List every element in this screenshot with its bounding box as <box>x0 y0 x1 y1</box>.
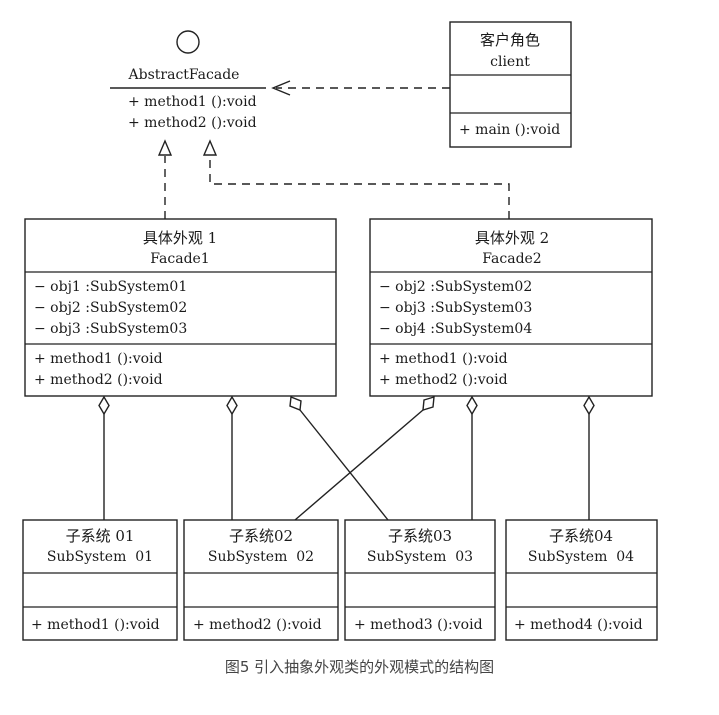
facade2-attribute: − obj2 :SubSystem02 <box>379 279 532 295</box>
hollow-triangle-icon <box>157 139 173 156</box>
subsystem-03: 子系统03 SubSystem 03 + method3 ():void <box>344 519 496 641</box>
client-name: client <box>490 54 530 70</box>
facade1-attribute: − obj1 :SubSystem01 <box>34 279 187 295</box>
client-method: + main ():void <box>459 122 560 138</box>
facade1-attribute: − obj2 :SubSystem02 <box>34 300 187 316</box>
facade2-method: + method1 ():void <box>379 351 508 367</box>
subsystem-01: 子系统 01 SubSystem 01 + method1 ():void <box>22 519 178 641</box>
abstract-facade: AbstractFacade + method1 ():void + metho… <box>110 30 266 131</box>
hollow-diamond-icon <box>422 396 435 411</box>
facade1-class: 具体外观 1 Facade1 − obj1 :SubSystem01 − obj… <box>24 218 337 397</box>
subsystem-02: 子系统02 SubSystem 02 + method2 ():void <box>183 519 339 641</box>
aggregation-facade1-sub02 <box>226 395 238 520</box>
subsystem-name: SubSystem 04 <box>528 549 634 565</box>
hollow-diamond-icon <box>289 396 302 411</box>
client-box <box>449 21 572 148</box>
facade1-name: Facade1 <box>150 251 209 267</box>
subsystem-box <box>22 519 178 641</box>
abstract-facade-method: + method2 ():void <box>128 115 257 131</box>
subsystem-method: + method2 ():void <box>193 617 322 633</box>
subsystem-name: SubSystem 02 <box>208 549 314 565</box>
open-arrowhead-icon <box>271 80 291 96</box>
aggregation-facade1-sub03 <box>289 396 389 521</box>
aggregation-facade2-sub03 <box>466 395 478 520</box>
client-class: 客户角色 client + main ():void <box>449 21 572 148</box>
aggregation-facade2-sub02 <box>294 396 435 521</box>
facade1-title-cn: 具体外观 1 <box>143 229 217 247</box>
subsystem-method: + method3 ():void <box>354 617 483 633</box>
facade2-method: + method2 ():void <box>379 372 508 388</box>
subsystem-name: SubSystem 01 <box>47 549 153 565</box>
facade2-name: Facade2 <box>482 251 541 267</box>
subsystem-box <box>183 519 339 641</box>
realization-facade2 <box>202 139 510 219</box>
subsystem-box <box>505 519 658 641</box>
interface-circle-icon <box>176 30 200 54</box>
subsystem-name: SubSystem 03 <box>367 549 473 565</box>
hollow-triangle-icon <box>202 139 218 156</box>
facade2-title-cn: 具体外观 2 <box>475 229 549 247</box>
subsystem-title-cn: 子系统 01 <box>66 527 135 545</box>
realization-facade1 <box>157 139 173 219</box>
subsystem-method: + method1 ():void <box>31 617 160 633</box>
subsystem-title-cn: 子系统03 <box>388 527 452 545</box>
subsystem-box <box>344 519 496 641</box>
facade2-attribute: − obj4 :SubSystem04 <box>379 321 532 337</box>
facade1-method: + method1 ():void <box>34 351 163 367</box>
client-title-cn: 客户角色 <box>480 31 540 49</box>
subsystem-title-cn: 子系统02 <box>229 527 293 545</box>
figure-caption: 图5 引入抽象外观类的外观模式的结构图 <box>224 658 495 676</box>
subsystem-04: 子系统04 SubSystem 04 + method4 ():void <box>505 519 658 641</box>
subsystem-title-cn: 子系统04 <box>549 527 613 545</box>
hollow-diamond-icon <box>583 395 595 416</box>
facade1-attribute: − obj3 :SubSystem03 <box>34 321 187 337</box>
hollow-diamond-icon <box>466 395 478 416</box>
facade2-attribute: − obj3 :SubSystem03 <box>379 300 532 316</box>
facade1-box <box>24 218 337 397</box>
aggregation-facade2-sub04 <box>583 395 595 520</box>
hollow-diamond-icon <box>226 395 238 416</box>
subsystem-method: + method4 ():void <box>514 617 643 633</box>
abstract-facade-name: AbstractFacade <box>128 67 240 83</box>
dependency-client-to-abstract <box>271 80 450 96</box>
aggregation-facade1-sub01 <box>98 395 110 520</box>
hollow-diamond-icon <box>98 395 110 416</box>
abstract-facade-method: + method1 ():void <box>128 94 257 110</box>
facade1-method: + method2 ():void <box>34 372 163 388</box>
facade2-class: 具体外观 2 Facade2 − obj2 :SubSystem02 − obj… <box>369 218 653 397</box>
facade2-box <box>369 218 653 397</box>
